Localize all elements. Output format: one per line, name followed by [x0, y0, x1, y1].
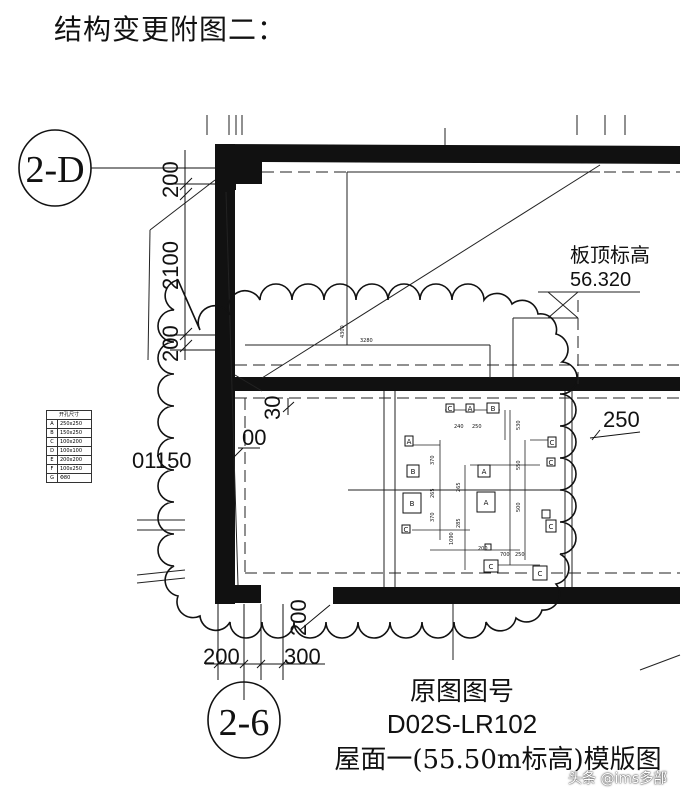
svg-text:C: C: [404, 526, 409, 534]
axis-bubble-2-6: [207, 681, 281, 759]
svg-text:B: B: [411, 468, 416, 476]
svg-text:A: A: [482, 468, 487, 476]
opening-mark: [484, 543, 492, 551]
opening-mark: [445, 403, 455, 413]
footer-line-2: D02S-LR102: [387, 709, 537, 739]
opening-mark: [477, 464, 491, 478]
opening-mark: [406, 464, 420, 478]
svg-text:370: 370: [430, 512, 436, 522]
svg-text:C: C: [448, 405, 453, 413]
sheet-header: 结构变更附图二：: [54, 13, 287, 46]
dim-300-bottom: 300: [284, 644, 321, 669]
elevation-value: 56.320: [570, 269, 631, 291]
opening-mark: [483, 559, 499, 573]
drawing-footer: 原图图号 D02S-LR102 屋面一(55.50m标高)模版图: [334, 677, 661, 775]
elevation-label: 板顶标高: [570, 243, 650, 267]
svg-text:285: 285: [456, 518, 462, 528]
top-grid-lines: [206, 115, 626, 145]
elevation-note: 板顶标高 56.320: [570, 243, 650, 291]
opening-labels: C A B A C B A B A C C C C C: [404, 405, 555, 578]
dim-00: 00: [242, 425, 266, 450]
opening-mark: [404, 435, 414, 447]
wall-left: [215, 144, 236, 604]
svg-text:250: 250: [515, 552, 525, 558]
watermark: 头条 @ims多部: [568, 771, 668, 787]
opening-mark: [547, 436, 557, 448]
svg-text:1090: 1090: [449, 532, 455, 545]
dim-200-mid: 200: [158, 325, 183, 362]
dim-30: 30: [260, 396, 285, 420]
opening-leaders: [410, 409, 550, 570]
dim-200-lower: 200: [286, 599, 311, 636]
small-dimensions: 3280 4300 240 250 530 370 265 265 550 37…: [340, 325, 525, 558]
svg-text:250: 250: [472, 424, 482, 430]
svg-text:C: C: [549, 459, 554, 467]
slab-bands: [215, 144, 680, 604]
dimension-texts: 200 2100 200 30 00 01150 250 200 200 300: [132, 161, 640, 669]
hidden-lines: [235, 171, 680, 574]
footer-line-3: 屋面一(55.50m标高)模版图: [334, 745, 661, 775]
opening-mark: [402, 492, 422, 514]
svg-text:200: 200: [478, 546, 488, 552]
dim-1150: 01150: [132, 448, 192, 473]
opening-mark: [465, 403, 475, 413]
opening-mark: [486, 402, 500, 414]
footer-line-1: 原图图号: [410, 677, 514, 707]
opening-mark: [541, 509, 551, 519]
svg-text:C: C: [489, 563, 494, 571]
opening-mark: [532, 565, 548, 581]
dim-2100: 2100: [158, 241, 183, 290]
dimension-lines: [170, 150, 641, 700]
opening-mark: [545, 519, 557, 533]
svg-text:550: 550: [516, 460, 522, 470]
svg-text:700: 700: [500, 552, 510, 558]
svg-text:C: C: [549, 523, 554, 531]
dim-250: 250: [603, 407, 640, 432]
svg-text:A: A: [484, 499, 489, 507]
svg-text:530: 530: [516, 420, 522, 430]
revision-cloud: [157, 279, 578, 639]
svg-text:4300: 4300: [340, 325, 346, 338]
svg-text:C: C: [550, 439, 555, 447]
axis-2-d: 2-D: [18, 129, 215, 207]
svg-text:A: A: [407, 438, 412, 446]
axis-label-2-6: 2-6: [219, 702, 270, 744]
opening-mark: [476, 491, 496, 513]
dim-200-bottom: 200: [203, 644, 240, 669]
axis-2-6: 2-6: [207, 681, 281, 759]
svg-text:265: 265: [456, 482, 462, 492]
opening-mark: [401, 524, 411, 534]
opening-marks: [401, 402, 557, 581]
svg-text:B: B: [410, 500, 415, 508]
legend-title: 开孔尺寸: [47, 411, 91, 420]
svg-text:A: A: [468, 405, 473, 413]
dim-200-top: 200: [158, 161, 183, 198]
axis-label-2-d: 2-D: [25, 149, 84, 191]
svg-text:B: B: [491, 405, 496, 413]
svg-text:240: 240: [454, 424, 464, 430]
svg-text:3280: 3280: [360, 338, 373, 344]
svg-text:C: C: [538, 570, 543, 578]
svg-text:500: 500: [516, 502, 522, 512]
opening-mark: [546, 457, 556, 467]
svg-text:265: 265: [430, 488, 436, 498]
svg-text:370: 370: [430, 455, 436, 465]
